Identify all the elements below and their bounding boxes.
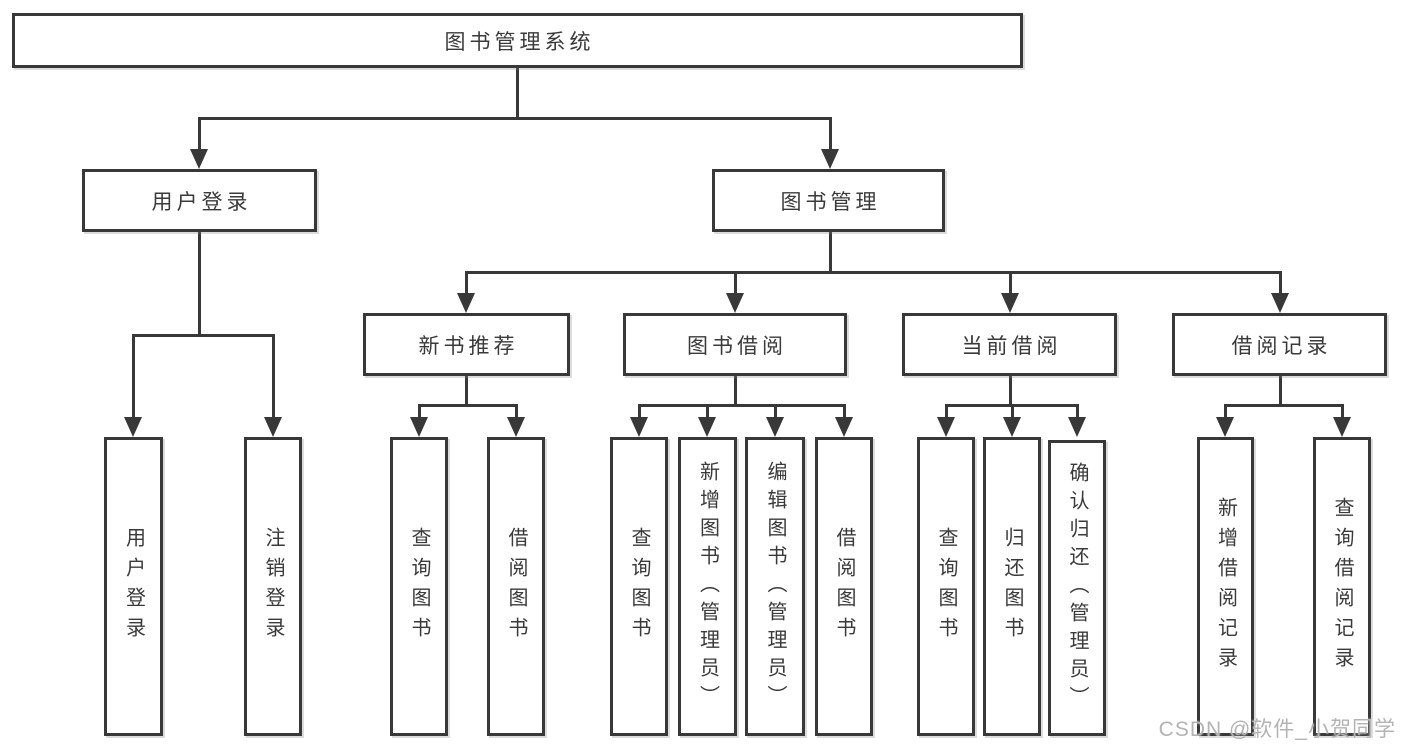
node-book-borrowing: 图书借阅 — [623, 313, 847, 376]
arrow-down-icon — [1068, 417, 1086, 437]
node-user-login: 用户登录 — [82, 169, 317, 232]
connector-line — [132, 334, 135, 419]
leaf-user-login-label: 用户登录 — [122, 526, 145, 647]
leaf-cb-query-books: 查询图书 — [917, 437, 975, 736]
leaf-br-add-record-label: 新增借阅记录 — [1214, 496, 1237, 677]
node-borrowing-records: 借阅记录 — [1172, 313, 1387, 376]
leaf-cb-query-books-label: 查询图书 — [935, 526, 957, 647]
leaf-br-query-record-label: 查询借阅记录 — [1331, 496, 1353, 677]
connector-line — [734, 271, 737, 295]
leaf-nbr-borrow-books: 借阅图书 — [487, 437, 545, 736]
connector-line — [198, 117, 201, 151]
node-new-book-recommendation-label: 新书推荐 — [418, 334, 519, 358]
arrow-down-icon — [1333, 417, 1351, 437]
leaf-br-add-record: 新增借阅记录 — [1197, 437, 1254, 736]
connector-line — [1011, 404, 1014, 419]
leaf-bb-borrow-books: 借阅图书 — [815, 437, 873, 736]
arrow-down-icon — [698, 417, 716, 437]
connector-line — [829, 117, 832, 151]
arrow-down-icon — [1271, 293, 1289, 313]
arrow-down-icon — [1003, 417, 1021, 437]
connector-line — [1341, 404, 1344, 419]
leaf-bb-add-books: 新增图书（管理员） — [678, 437, 737, 736]
leaf-nbr-borrow-books-label: 借阅图书 — [505, 526, 527, 647]
arrow-down-icon — [124, 417, 142, 437]
node-root: 图书管理系统 — [12, 13, 1023, 68]
connector-line — [465, 271, 1281, 274]
connector-line — [1224, 404, 1227, 419]
leaf-bb-edit-books: 编辑图书（管理员） — [745, 437, 805, 736]
arrow-down-icon — [264, 417, 282, 437]
connector-line — [1009, 376, 1012, 407]
leaf-bb-query-books-label: 查询图书 — [628, 526, 650, 647]
leaf-cb-confirm-return-label: 确认归还（管理员） — [1066, 462, 1088, 714]
leaf-logout-login: 注销登录 — [244, 437, 302, 736]
connector-line — [465, 376, 468, 407]
connector-line — [734, 376, 737, 407]
connector-line — [1009, 271, 1012, 295]
arrow-down-icon — [766, 417, 784, 437]
connector-line — [945, 404, 948, 419]
leaf-cb-confirm-return: 确认归还（管理员） — [1048, 440, 1106, 736]
connector-line — [843, 404, 846, 419]
connector-line — [418, 404, 421, 419]
node-root-label: 图书管理系统 — [444, 30, 595, 54]
arrow-down-icon — [1001, 293, 1019, 313]
connector-line — [272, 334, 275, 419]
connector-line — [132, 334, 274, 337]
leaf-br-query-record: 查询借阅记录 — [1313, 437, 1371, 736]
connector-line — [1076, 404, 1079, 419]
arrow-down-icon — [1216, 417, 1234, 437]
leaf-cb-return-books-label: 归还图书 — [1001, 526, 1023, 647]
arrow-down-icon — [821, 149, 839, 169]
node-book-management: 图书管理 — [712, 169, 945, 232]
node-current-borrowing-label: 当前借阅 — [961, 334, 1062, 358]
connector-line — [516, 68, 519, 120]
leaf-bb-edit-books-label: 编辑图书（管理员） — [764, 460, 786, 713]
arrow-down-icon — [507, 417, 525, 437]
connector-line — [1279, 376, 1282, 407]
connector-line — [774, 404, 777, 419]
leaf-bb-add-books-label: 新增图书（管理员） — [696, 460, 719, 713]
leaf-user-login: 用户登录 — [104, 437, 163, 736]
node-user-login-label: 用户登录 — [151, 190, 252, 214]
connector-line — [1279, 271, 1282, 295]
connector-line — [515, 404, 518, 419]
leaf-bb-query-books: 查询图书 — [610, 437, 668, 736]
connector-line — [418, 404, 518, 407]
connector-line — [198, 232, 201, 337]
node-book-borrowing-label: 图书借阅 — [687, 334, 787, 358]
node-book-management-label: 图书管理 — [780, 190, 881, 214]
connector-line — [829, 232, 832, 274]
leaf-logout-login-label: 注销登录 — [262, 526, 284, 647]
leaf-nbr-query-books: 查询图书 — [390, 437, 448, 736]
arrow-down-icon — [835, 417, 853, 437]
csdn-watermark: CSDN @软件_小贺同学 — [1158, 718, 1396, 741]
arrow-down-icon — [630, 417, 648, 437]
connector-line — [1224, 404, 1343, 407]
node-borrowing-records-label: 借阅记录 — [1231, 334, 1332, 358]
leaf-cb-return-books: 归还图书 — [983, 437, 1041, 736]
connector-line — [706, 404, 709, 419]
arrow-down-icon — [410, 417, 428, 437]
arrow-down-icon — [457, 293, 475, 313]
arrow-down-icon — [190, 149, 208, 169]
node-current-borrowing: 当前借阅 — [902, 313, 1117, 376]
connector-line — [198, 117, 831, 120]
arrow-down-icon — [726, 293, 744, 313]
arrow-down-icon — [937, 417, 955, 437]
connector-line — [465, 271, 468, 295]
node-new-book-recommendation: 新书推荐 — [363, 313, 570, 376]
leaf-bb-borrow-books-label: 借阅图书 — [833, 526, 855, 647]
connector-line — [638, 404, 845, 407]
leaf-nbr-query-books-label: 查询图书 — [408, 526, 430, 647]
connector-line — [638, 404, 641, 419]
